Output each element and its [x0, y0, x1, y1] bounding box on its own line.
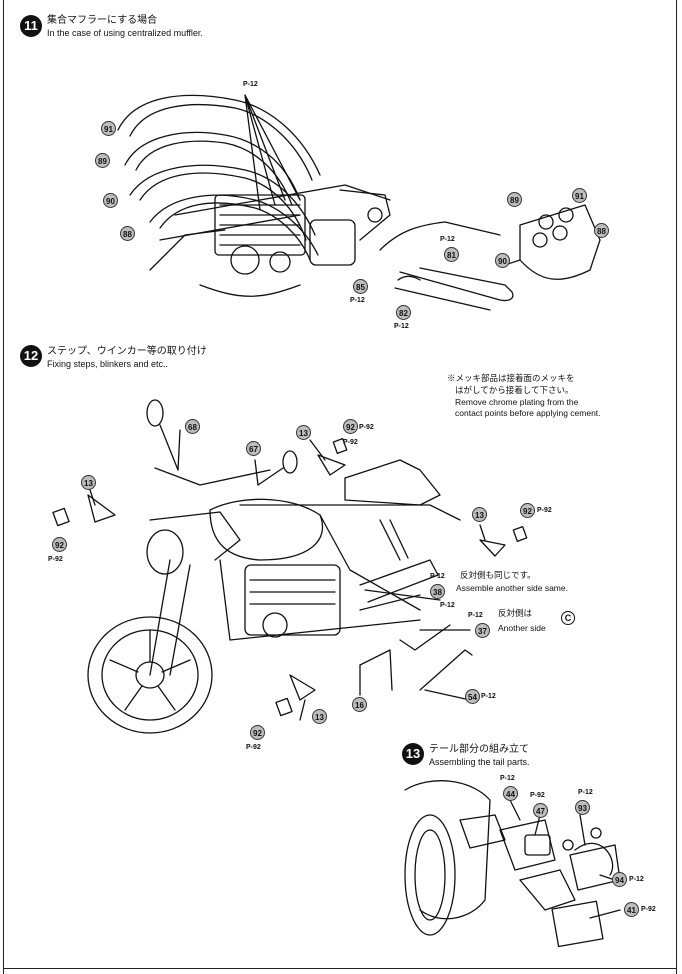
part-ref: P-12	[629, 876, 644, 883]
other-side-en: Another side	[498, 623, 546, 633]
chrome-note-ja-1: ※メッキ部品は接着面のメッキを	[447, 373, 575, 383]
part-label: 91	[101, 121, 116, 136]
part-ref: P-12	[578, 789, 593, 796]
part-label: 81	[444, 247, 459, 262]
part-label: 88	[594, 223, 609, 238]
part-ref: P-92	[343, 439, 358, 446]
chrome-note-en-1: Remove chrome plating from the	[455, 397, 579, 407]
part-label: 38	[430, 584, 445, 599]
step-12-badge: 12	[20, 345, 42, 367]
part-label: 94	[612, 872, 627, 887]
part-label: 92	[520, 503, 535, 518]
part-label: 90	[495, 253, 510, 268]
part-ref: P-92	[48, 556, 63, 563]
part-label: 54	[465, 689, 480, 704]
part-ref: P-12	[440, 602, 455, 609]
page-border-left	[3, 0, 4, 974]
part-label: 16	[352, 697, 367, 712]
part-label: 47	[533, 803, 548, 818]
part-ref: P-92	[537, 507, 552, 514]
step-13-title-en: Assembling the tail parts.	[429, 757, 530, 767]
part-ref: P-12	[394, 323, 409, 330]
part-label: 89	[507, 192, 522, 207]
part-label: 92	[343, 419, 358, 434]
page-border-bottom	[3, 968, 677, 969]
part-label: 82	[396, 305, 411, 320]
part-label: 13	[81, 475, 96, 490]
part-label: 41	[624, 902, 639, 917]
same-side-en: Assemble another side same.	[456, 583, 568, 593]
part-label: 37	[475, 623, 490, 638]
part-label: 92	[250, 725, 265, 740]
part-ref: P-92	[530, 792, 545, 799]
part-ref: P-12	[243, 81, 258, 88]
step-11-title-ja: 集合マフラーにする場合	[47, 15, 158, 26]
part-ref: P-12	[440, 236, 455, 243]
other-side-ja: 反対側は	[498, 608, 533, 618]
page-border-right	[676, 0, 677, 974]
part-ref: P-12	[481, 693, 496, 700]
step12-motorcycle-illustration	[52, 399, 528, 734]
step-12-title-en: Fixing steps, blinkers and etc..	[47, 359, 169, 369]
other-side-letter: C	[561, 611, 575, 625]
part-label: 92	[52, 537, 67, 552]
part-label: 91	[572, 188, 587, 203]
part-label: 90	[103, 193, 118, 208]
part-ref: P-12	[430, 573, 445, 580]
part-ref: P-12	[468, 612, 483, 619]
chrome-note-ja-2: はがしてから接着して下さい。	[455, 385, 574, 395]
step-11-badge: 11	[20, 15, 42, 37]
part-label: 44	[503, 786, 518, 801]
part-label: 13	[472, 507, 487, 522]
part-label: 13	[312, 709, 327, 724]
part-ref: P-92	[246, 744, 261, 751]
step-13-title-ja: テール部分の組み立て	[429, 744, 529, 755]
step11-engine-illustration	[117, 94, 601, 311]
step13-tail-illustration	[404, 780, 621, 948]
step-11-title-en: In the case of using centralized muffler…	[47, 28, 203, 38]
part-label: 68	[185, 419, 200, 434]
same-side-ja: 反対側も同じです。	[460, 570, 536, 580]
part-label: 13	[296, 425, 311, 440]
part-label: 93	[575, 800, 590, 815]
part-ref: P-92	[359, 424, 374, 431]
part-ref: P-12	[350, 297, 365, 304]
part-label: 89	[95, 153, 110, 168]
part-ref: P-92	[641, 906, 656, 913]
step-12-title-ja: ステップ、ウインカー等の取り付け	[47, 346, 207, 357]
step-13-badge: 13	[402, 743, 424, 765]
part-label: 88	[120, 226, 135, 241]
part-label: 67	[246, 441, 261, 456]
part-label: 85	[353, 279, 368, 294]
chrome-note-en-2: contact points before applying cement.	[455, 408, 601, 418]
part-ref: P-12	[500, 775, 515, 782]
